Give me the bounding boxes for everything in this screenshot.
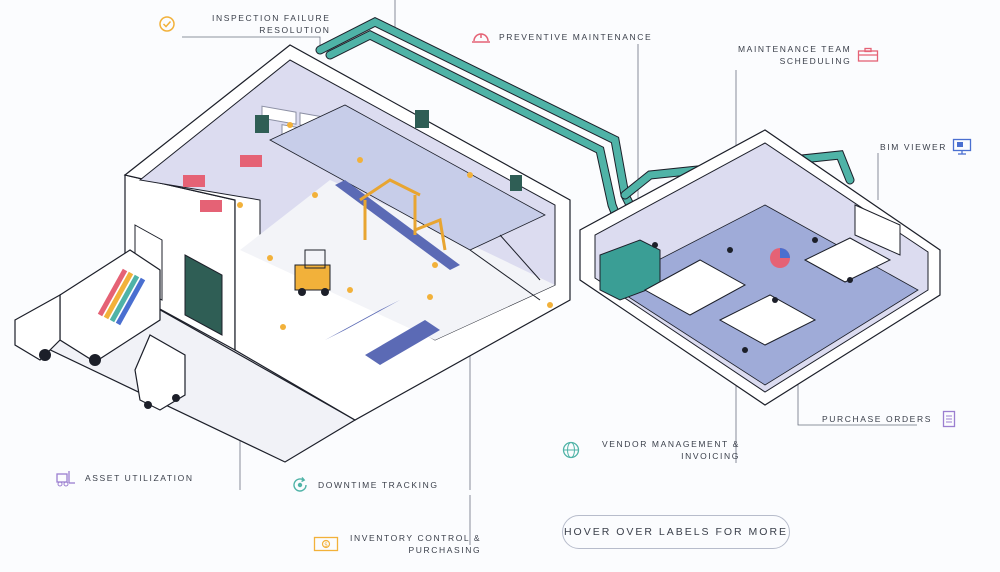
vendor-management-invoicing-label[interactable]: VENDOR MANAGEMENT & INVOICING	[560, 438, 740, 462]
refresh-gear-icon	[289, 474, 311, 496]
purchase-orders-label[interactable]: PURCHASE ORDERS	[822, 408, 960, 430]
monitor-icon	[951, 136, 973, 158]
inspection-label-line2: RESOLUTION	[259, 25, 331, 35]
inspection-label-line1: INSPECTION FAILURE	[212, 13, 331, 23]
downtime-label: DOWNTIME TRACKING	[318, 480, 439, 490]
van	[134, 334, 186, 411]
forklift	[294, 249, 331, 296]
bim-viewer-label[interactable]: BIM VIEWER	[880, 136, 973, 158]
vendor-label-line1: VENDOR MANAGEMENT &	[602, 439, 740, 449]
asset-label: ASSET UTILIZATION	[85, 473, 194, 483]
preventive-label: PREVENTIVE MAINTENANCE	[499, 32, 653, 42]
vendor-label-line2: INVOICING	[681, 451, 740, 461]
inventory-label-line2: PURCHASING	[408, 545, 482, 555]
inventory-control-purchasing-label[interactable]: $ INVENTORY CONTROL & PURCHASING	[312, 532, 481, 556]
asset-utilization-label[interactable]: ASSET UTILIZATION	[55, 467, 194, 489]
preventive-maintenance-label[interactable]: PREVENTIVE MAINTENANCE	[470, 26, 652, 48]
inspection-failure-resolution-label[interactable]: INSPECTION FAILURE RESOLUTION	[156, 12, 331, 36]
hard-hat-icon	[470, 26, 492, 48]
globe-handshake-icon	[560, 439, 582, 461]
office-building	[579, 129, 941, 406]
check-circle-icon	[156, 13, 178, 35]
warehouse-building	[38, 44, 571, 463]
purchase-label: PURCHASE ORDERS	[822, 414, 932, 424]
hover-labels-hint-button[interactable]: HOVER OVER LABELS FOR MORE	[562, 515, 790, 549]
team-label-line2: SCHEDULING	[779, 56, 852, 66]
forklift-icon	[55, 467, 77, 489]
team-label-line1: MAINTENANCE TEAM	[738, 44, 852, 54]
document-icon	[938, 408, 960, 430]
toolbox-icon	[857, 44, 879, 66]
bim-label: BIM VIEWER	[880, 142, 948, 152]
downtime-tracking-label[interactable]: DOWNTIME TRACKING	[289, 474, 439, 496]
maintenance-team-scheduling-label[interactable]: MAINTENANCE TEAM SCHEDULING	[738, 43, 879, 67]
svg-text:$: $	[324, 542, 328, 549]
money-icon: $	[312, 533, 340, 555]
inventory-label-line1: INVENTORY CONTROL &	[350, 533, 482, 543]
delivery-truck	[14, 249, 161, 366]
